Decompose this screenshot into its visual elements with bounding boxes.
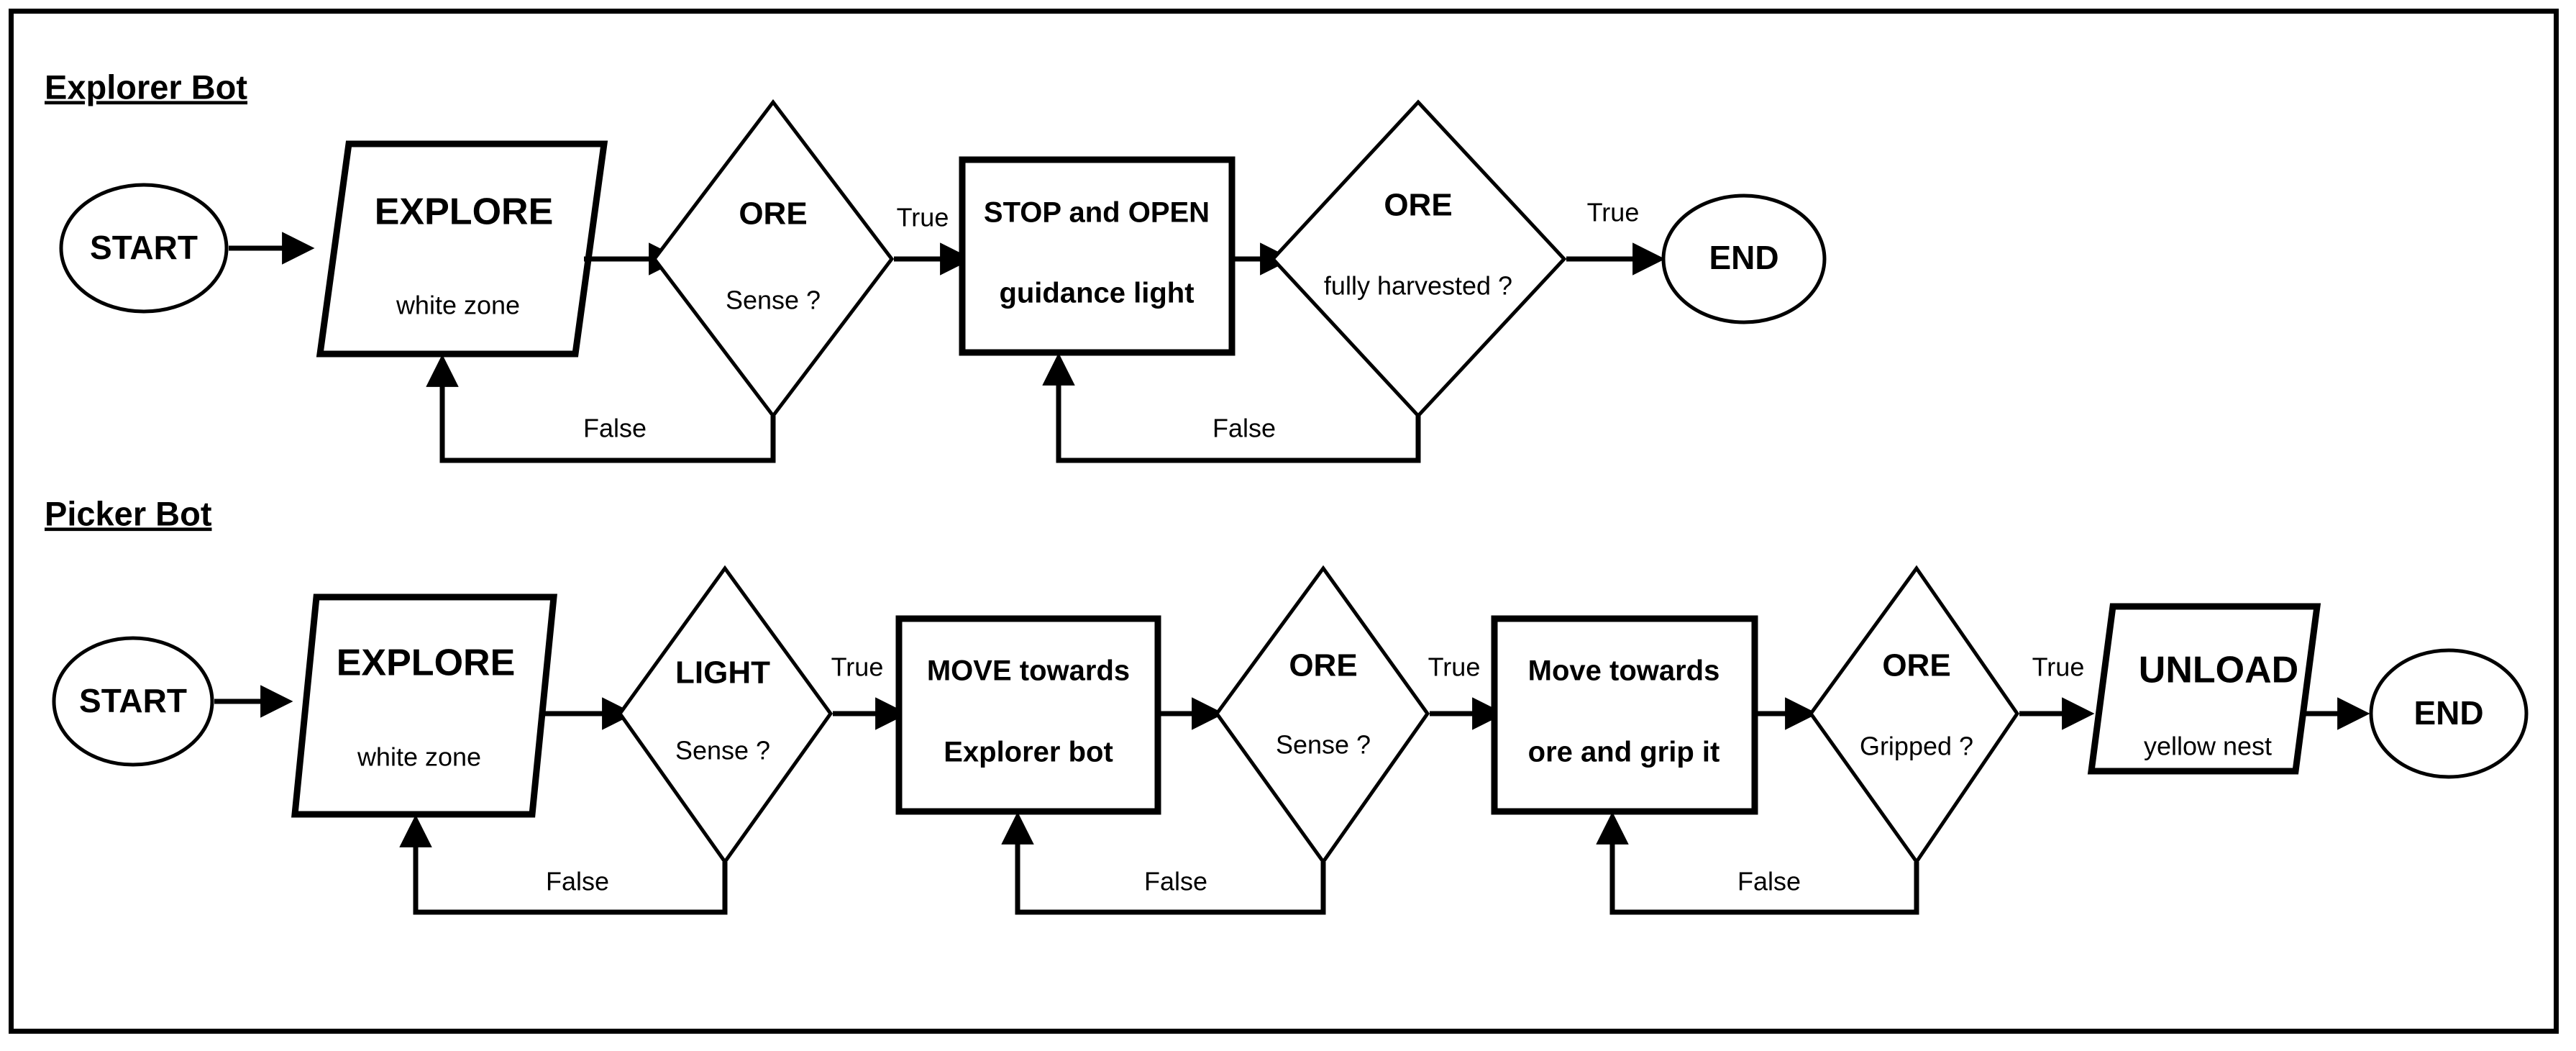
node-label-sub: fully harvested ?	[1324, 271, 1512, 301]
parallelogram-shape	[2087, 603, 2321, 775]
parallelogram-shape	[316, 140, 608, 358]
diamond-shape	[617, 565, 833, 865]
node-p-move-grip[interactable]: Move towards ore and grip it	[1491, 615, 1758, 815]
node-p-light[interactable]: LIGHT Sense ?	[617, 565, 833, 865]
node-label-sub: guidance light	[999, 278, 1194, 309]
node-label-sub: Sense ?	[1276, 730, 1371, 760]
node-e-stop-open[interactable]: STOP and OPEN guidance light	[959, 156, 1236, 356]
node-label-main: END	[1709, 239, 1778, 276]
edge-p-ore-sense-false-loop	[1001, 811, 1326, 915]
edge-label-false: False	[546, 867, 609, 896]
edge-label-true: True	[831, 652, 884, 682]
edge-label-false: False	[1737, 867, 1801, 896]
edge-label-true: True	[1587, 198, 1640, 227]
node-e-ore-sense[interactable]: ORE Sense ?	[652, 99, 895, 419]
node-label-main: Move towards	[1528, 655, 1720, 687]
section-title-explorer-bot: Explorer Bot	[45, 68, 247, 106]
edge-label-true: True	[897, 203, 949, 232]
rectangle-shape	[1491, 615, 1758, 815]
edge-label-true: True	[2032, 652, 2085, 682]
node-p-ore-sense[interactable]: ORE Sense ?	[1214, 565, 1430, 865]
edge-label-true: True	[1428, 652, 1481, 682]
ellipse-shape	[1661, 194, 1827, 324]
node-label-main: END	[2413, 694, 2483, 732]
node-label-sub: ore and grip it	[1528, 737, 1720, 768]
node-e-start[interactable]: START	[59, 183, 229, 314]
edge-ore-harvested-false-loop	[1042, 352, 1421, 463]
section-title-picker-bot: Picker Bot	[45, 494, 212, 532]
node-label-main: ORE	[1289, 648, 1357, 683]
node-label-main: LIGHT	[675, 655, 770, 691]
node-label-sub: white zone	[396, 291, 520, 320]
parallelogram-shape	[291, 593, 557, 818]
node-label-main: ORE	[739, 196, 807, 232]
diamond-shape	[1270, 99, 1567, 419]
ellipse-shape	[52, 636, 214, 767]
node-e-ore-harvested[interactable]: ORE fully harvested ?	[1270, 99, 1567, 419]
node-p-explore[interactable]: EXPLORE white zone	[291, 593, 557, 818]
node-label-main: ORE	[1384, 188, 1452, 223]
node-label-main: STOP and OPEN	[984, 197, 1210, 229]
node-label-sub: Gripped ?	[1860, 732, 1973, 761]
node-label-sub: Sense ?	[726, 286, 821, 315]
node-p-end[interactable]: END	[2369, 648, 2529, 779]
edge-label-false: False	[1144, 867, 1207, 896]
edge-p-ore-gripped-false-loop	[1596, 811, 1919, 915]
node-label-main: MOVE towards	[927, 655, 1130, 687]
edge-label-false: False	[583, 414, 647, 443]
ellipse-shape	[2369, 648, 2529, 779]
node-label-main: EXPLORE	[375, 191, 554, 233]
node-label-main: EXPLORE	[337, 642, 516, 684]
edge-ore-sense-false-loop	[426, 354, 776, 463]
section-picker-bot: Picker Bot START EXPLORE white zone LIGH…	[45, 494, 2529, 915]
diamond-shape	[1808, 565, 2020, 865]
node-p-unload[interactable]: UNLOAD yellow nest	[2087, 603, 2321, 775]
node-label-sub: Explorer bot	[944, 737, 1113, 768]
diamond-shape	[652, 99, 895, 419]
node-p-move-explorer[interactable]: MOVE towards Explorer bot	[895, 615, 1161, 815]
edge-p-light-false-loop	[399, 814, 728, 915]
node-p-start[interactable]: START	[52, 636, 214, 767]
node-label-main: START	[90, 229, 198, 266]
rectangle-shape	[895, 615, 1161, 815]
node-label-sub: yellow nest	[2144, 732, 2272, 761]
node-label-sub: white zone	[357, 742, 481, 772]
ellipse-shape	[59, 183, 229, 314]
edge-label-false: False	[1212, 414, 1276, 443]
node-label-main: ORE	[1882, 648, 1950, 683]
diamond-shape	[1214, 565, 1430, 865]
node-e-explore[interactable]: EXPLORE white zone	[316, 140, 608, 358]
node-label-main: UNLOAD	[2139, 650, 2298, 691]
node-p-ore-gripped[interactable]: ORE Gripped ?	[1808, 565, 2020, 865]
section-explorer-bot: Explorer Bot START EXPLORE white zone OR…	[45, 68, 1827, 463]
node-label-main: START	[79, 682, 187, 719]
node-label-sub: Sense ?	[675, 736, 770, 765]
node-e-end[interactable]: END	[1661, 194, 1827, 324]
rectangle-shape	[959, 156, 1236, 356]
